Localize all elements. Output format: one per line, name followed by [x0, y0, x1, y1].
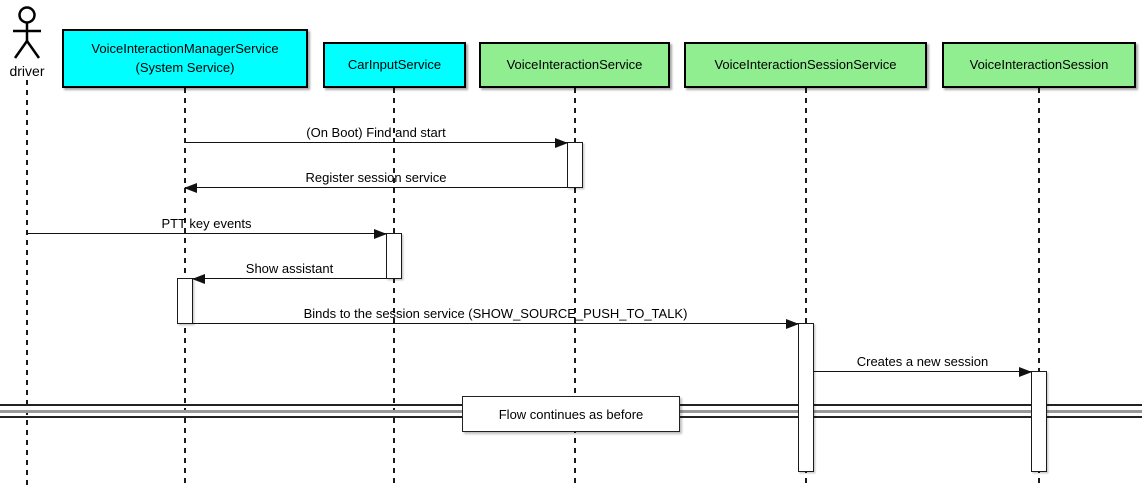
lifeline-voiceinteractionservice: [574, 88, 576, 487]
message-line: [27, 232, 386, 234]
message-line: [193, 322, 798, 324]
message-label: Register session service: [305, 170, 447, 185]
participant-label: CarInputService: [347, 56, 442, 72]
message-creates-a-new-session: Creates a new session: [814, 349, 1032, 377]
participant-voiceinteractionsession: VoiceInteractionSession: [942, 42, 1136, 88]
participant-label: VoiceInteractionService: [506, 56, 643, 72]
lifeline-voiceinteractionsessionservice: [805, 88, 807, 487]
activation-carinputservice: [386, 233, 402, 279]
message-label: Binds to the session service (SHOW_SOURC…: [303, 306, 688, 321]
lifeline-voiceinteractionsession: [1038, 88, 1040, 487]
arrow-right-icon: [555, 138, 568, 148]
person-icon: [13, 6, 41, 59]
message-line: [185, 141, 567, 143]
arrow-right-icon: [374, 229, 387, 239]
actor-label: driver: [9, 63, 45, 79]
message-register-session-service: Register session service: [184, 165, 567, 193]
divider-label-box: Flow continues as before: [462, 396, 680, 432]
arrow-left-icon: [192, 274, 205, 284]
participant-voiceinteractionsessionservice: VoiceInteractionSessionService: [684, 42, 927, 88]
actor-driver: driver: [0, 6, 54, 79]
message-show-assistant: Show assistant: [192, 256, 386, 284]
participant-carinputservice: CarInputService: [323, 42, 466, 88]
message-line: [814, 370, 1031, 372]
message-ptt-key-events: PTT key events: [27, 211, 387, 239]
participant-voiceinteractionservice: VoiceInteractionService: [479, 42, 670, 88]
participant-label: VoiceInteractionSessionService: [714, 56, 897, 72]
message-on-boot-find-and-start: (On Boot) Find and start: [185, 120, 568, 148]
message-line: [185, 186, 567, 188]
activation-voiceinteractionservice: [567, 142, 583, 188]
participant-label: VoiceInteractionManagerService: [91, 41, 279, 57]
participant-label: VoiceInteractionSession: [969, 56, 1109, 72]
arrow-right-icon: [1019, 367, 1032, 377]
lifeline-carinputservice: [393, 88, 395, 487]
message-label: PTT key events: [161, 216, 252, 231]
message-label: Creates a new session: [856, 354, 989, 369]
divider-label: Flow continues as before: [498, 406, 644, 422]
message-label: Show assistant: [245, 261, 334, 276]
arrow-right-icon: [786, 319, 799, 329]
participant-voiceinteractionmanagerservice: VoiceInteractionManagerService (System S…: [62, 29, 308, 88]
arrow-left-icon: [184, 183, 197, 193]
message-binds-to-session-service: Binds to the session service (SHOW_SOURC…: [193, 301, 799, 329]
participant-sublabel: (System Service): [135, 59, 235, 75]
lifeline-driver: [26, 80, 28, 487]
activation-voiceinteractionsessionservice: [798, 323, 814, 472]
message-line: [193, 277, 386, 279]
activation-voiceinteractionmanagerservice: [177, 278, 193, 324]
message-label: (On Boot) Find and start: [306, 125, 446, 140]
activation-voiceinteractionsession: [1031, 371, 1047, 472]
